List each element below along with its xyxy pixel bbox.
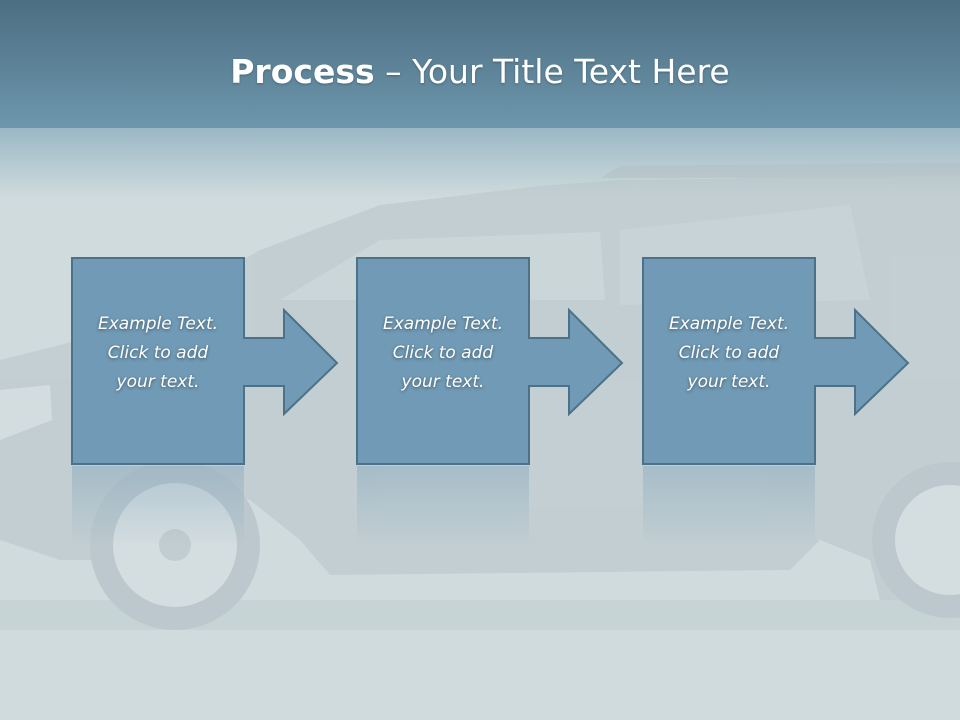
step-arrow-shape — [71, 257, 339, 465]
step-text: Example Text. Click to add your text. — [643, 310, 815, 397]
step-line-1: Example Text. — [382, 314, 504, 334]
step-reflection — [357, 466, 529, 546]
step-line-3: your text. — [687, 372, 771, 392]
step-line-3: your text. — [401, 372, 485, 392]
step-arrow-shape — [642, 257, 910, 465]
step-arrow-shape — [356, 257, 624, 465]
page-title: Process – Your Title Text Here — [0, 52, 960, 91]
step-text: Example Text. Click to add your text. — [72, 310, 244, 397]
step-line-2: Click to add — [107, 343, 209, 363]
step-line-1: Example Text. — [668, 314, 790, 334]
step-line-2: Click to add — [392, 343, 494, 363]
step-line-1: Example Text. — [97, 314, 219, 334]
step-reflection — [72, 466, 244, 546]
title-rest: – Your Title Text Here — [374, 52, 730, 91]
process-step-2[interactable]: Example Text. Click to add your text. — [356, 257, 624, 465]
process-step-3[interactable]: Example Text. Click to add your text. — [642, 257, 910, 465]
title-bold: Process — [230, 52, 375, 91]
step-text: Example Text. Click to add your text. — [357, 310, 529, 397]
step-line-2: Click to add — [678, 343, 780, 363]
step-line-3: your text. — [116, 372, 200, 392]
process-step-1[interactable]: Example Text. Click to add your text. — [71, 257, 339, 465]
step-reflection — [643, 466, 815, 546]
